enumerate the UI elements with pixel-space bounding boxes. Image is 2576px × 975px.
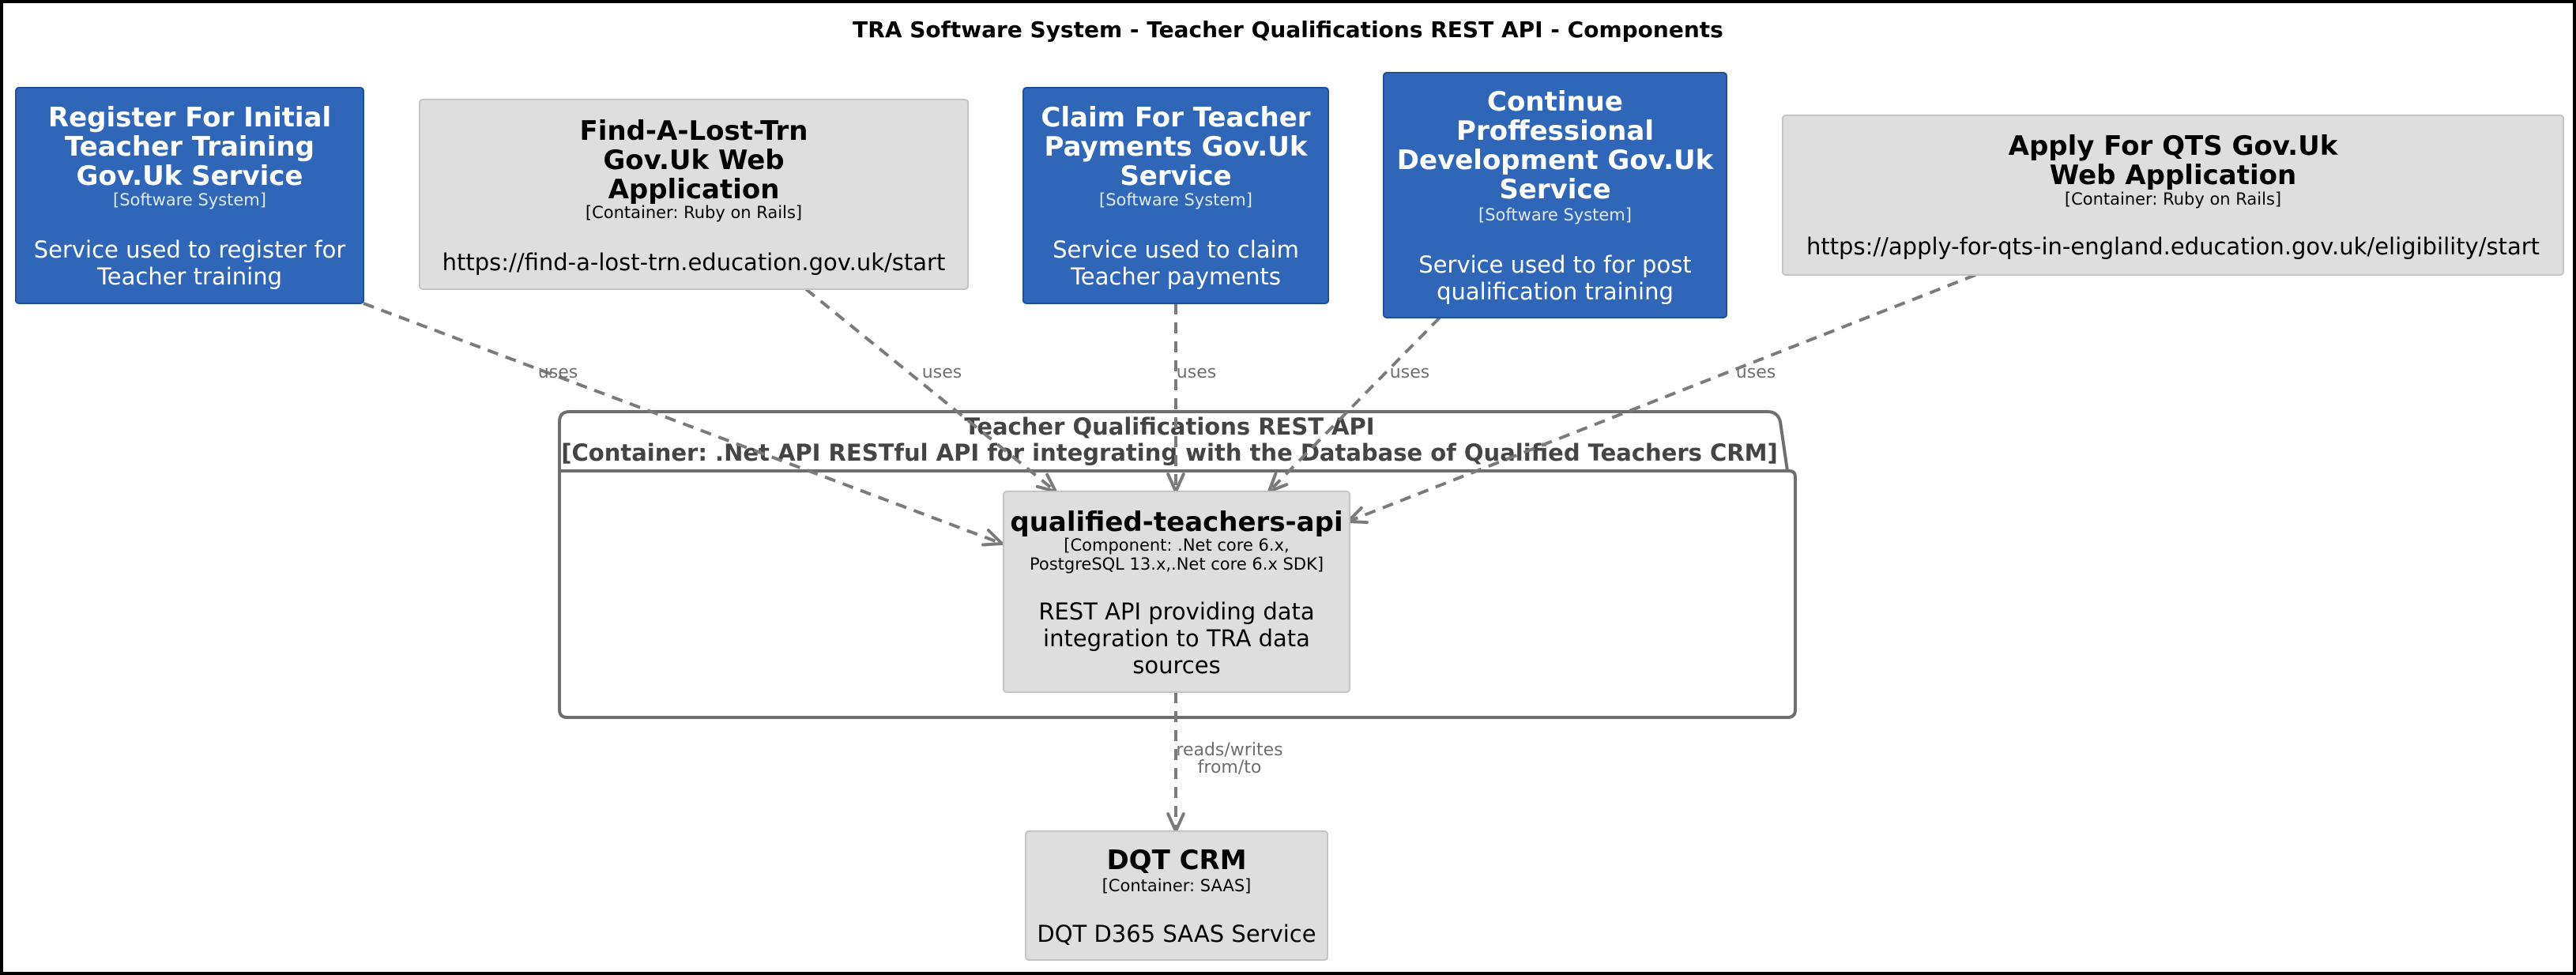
node-name: Gov.Uk Service: [77, 160, 303, 192]
node-name: DQT CRM: [1106, 845, 1246, 876]
relation-label: from/to: [1198, 758, 1262, 777]
relation-line: [1267, 316, 1441, 493]
relation-label: uses: [1736, 363, 1776, 382]
node-name: Payments Gov.Uk: [1045, 131, 1309, 163]
relation-line: [804, 288, 1057, 493]
relation-register-to-api: uses: [363, 302, 1004, 547]
node-description: sources: [1132, 652, 1220, 679]
node-description: integration to TRA data: [1043, 625, 1310, 652]
node-box: [1782, 115, 2564, 276]
node-type: [Container: SAAS]: [1102, 876, 1252, 895]
node-type: [Container: Ruby on Rails]: [2065, 190, 2281, 209]
node-name: Development Gov.Uk: [1397, 145, 1715, 176]
node-name: Application: [608, 174, 780, 205]
node-name: qualified-teachers-api: [1010, 506, 1343, 538]
node-box: [419, 99, 969, 290]
node-name: Gov.Uk Web: [603, 145, 784, 176]
node-name: Register For Initial: [48, 102, 331, 134]
node-type: [Component: .Net core 6.x,: [1064, 536, 1289, 555]
node-name: Service: [1499, 174, 1610, 205]
relation-label: uses: [922, 363, 962, 382]
node-api[interactable]: qualified-teachers-api[Component: .Net c…: [1003, 491, 1350, 693]
node-name: Proffessional: [1456, 115, 1654, 147]
node-type: [Software System]: [1099, 190, 1252, 209]
node-description: qualification training: [1437, 278, 1674, 305]
node-type: PostgreSQL 13.x,.Net core 6.x SDK]: [1030, 555, 1324, 574]
relation-label: uses: [1177, 363, 1216, 382]
node-type: [Software System]: [113, 190, 266, 209]
relation-label: uses: [538, 363, 578, 382]
boundary-title: Teacher Qualifications REST API: [964, 413, 1374, 440]
relation-label: reads/writes: [1176, 740, 1282, 760]
node-box: [1022, 87, 1329, 304]
node-name: Find-A-Lost-Trn: [579, 115, 808, 147]
node-name: Teacher Training: [65, 131, 314, 163]
node-name: Claim For Teacher: [1041, 102, 1310, 134]
node-description: DQT D365 SAAS Service: [1037, 920, 1316, 947]
node-name: Apply For QTS Gov.Uk: [2009, 130, 2339, 162]
node-description: Service used to claim: [1053, 236, 1299, 263]
diagram-title: TRA Software System - Teacher Qualificat…: [853, 17, 1723, 43]
node-description: Service used to register for: [34, 236, 346, 263]
node-type: [Software System]: [1478, 205, 1632, 224]
node-description: Teacher training: [96, 263, 282, 290]
node-type: [Container: Ruby on Rails]: [586, 203, 802, 222]
node-box: [1383, 72, 1727, 318]
node-name: Service: [1120, 160, 1231, 192]
boundary-subtitle: [Container: .Net API RESTful API for int…: [561, 439, 1777, 466]
node-description: https://apply-for-qts-in-england.educati…: [1806, 233, 2540, 260]
node-box: [15, 87, 364, 304]
node-description: Teacher payments: [1070, 263, 1281, 290]
node-description: Service used to for post: [1418, 251, 1691, 278]
node-crm[interactable]: DQT CRM[Container: SAAS] DQT D365 SAAS Se…: [1025, 830, 1328, 961]
node-name: Continue: [1487, 86, 1623, 118]
relation-label: uses: [1390, 363, 1429, 382]
node-name: Web Application: [2050, 160, 2296, 191]
node-box: [1025, 830, 1328, 961]
node-box: [1003, 491, 1350, 693]
node-description: REST API providing data: [1038, 598, 1314, 625]
node-description: https://find-a-lost-trn.education.gov.uk…: [443, 249, 946, 276]
arrowhead: [981, 529, 1004, 547]
